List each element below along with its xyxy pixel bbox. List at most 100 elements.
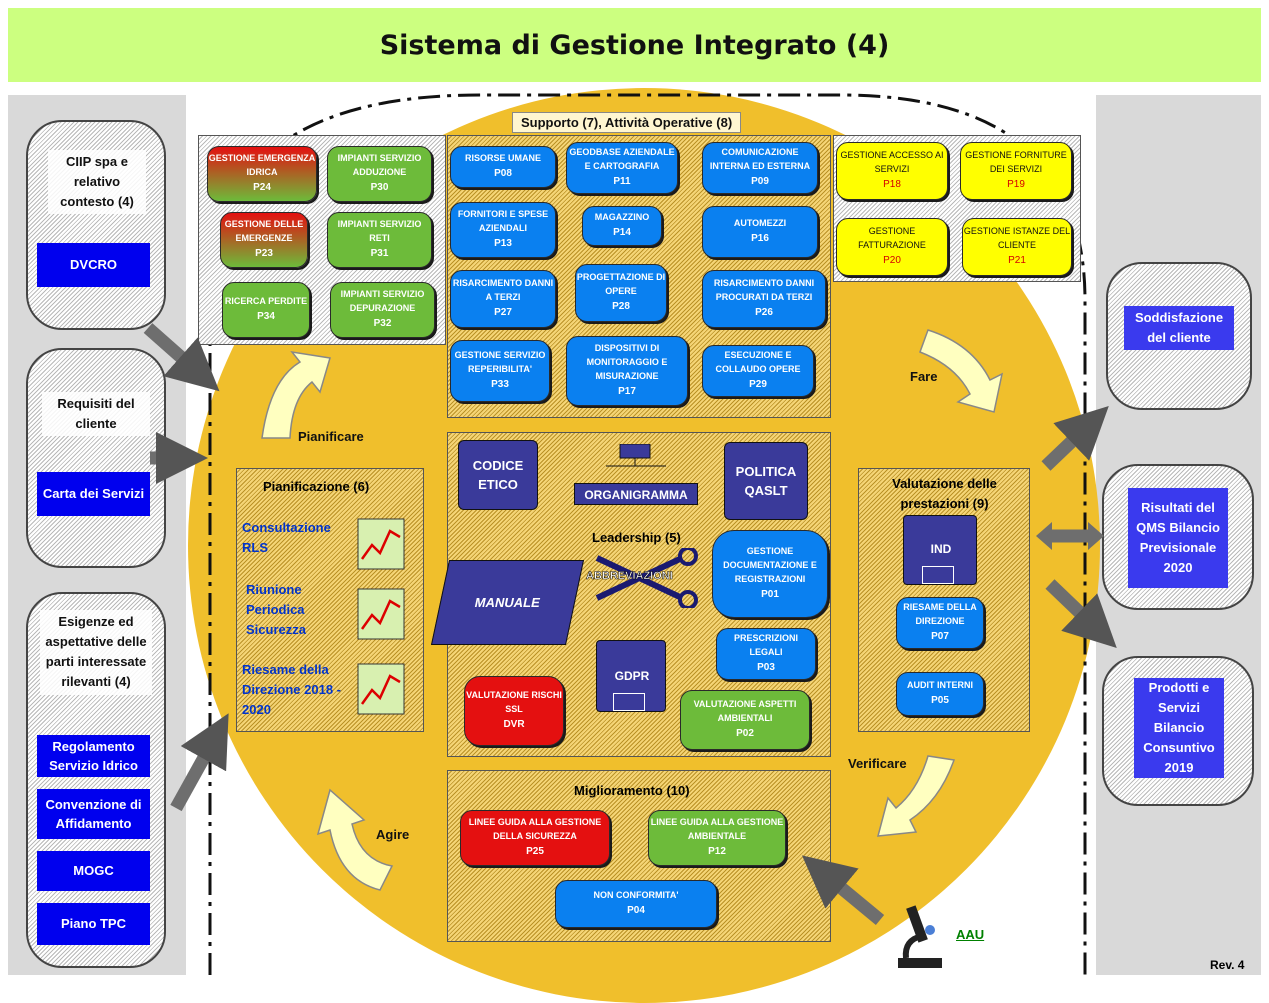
process-p21[interactable]: GESTIONE ISTANZE DEL CLIENTE P21 — [962, 218, 1072, 276]
process-p03[interactable]: PRESCRIZIONI LEGALI P03 — [716, 628, 816, 680]
process-p14[interactable]: MAGAZZINO P14 — [582, 206, 662, 246]
process-label: IMPIANTI SERVIZIO RETI — [337, 219, 422, 244]
process-p05[interactable]: AUDIT INTERNI P05 — [896, 672, 984, 716]
arrow-satisfaction-out — [1041, 406, 1109, 471]
process-p33[interactable]: GESTIONE SERVIZIO REPERIBILITA' P33 — [450, 340, 550, 402]
process-label: PRESCRIZIONI LEGALI — [733, 633, 798, 658]
process-p32[interactable]: IMPIANTI SERVIZIO DEPURAZIONE P32 — [330, 282, 435, 338]
support-title: Supporto (7), Attività Operative (8) — [512, 112, 742, 133]
carta-servizi-box[interactable]: Carta dei Servizi — [37, 472, 150, 516]
piano-tpc-box[interactable]: Piano TPC — [37, 903, 150, 945]
process-label: RIESAME DELLA DIREZIONE — [903, 602, 977, 627]
convenzione-box[interactable]: Convenzione di Affidamento — [37, 789, 150, 839]
codice-etico-scroll[interactable]: CODICE ETICO — [458, 440, 538, 510]
leadership-title: Leadership (5) — [592, 530, 681, 545]
organigramma-label[interactable]: ORGANIGRAMMA — [574, 483, 698, 505]
process-p01[interactable]: GESTIONE DOCUMENTAZIONE E REGISTRAZIONI … — [712, 530, 828, 618]
process-label: DISPOSITIVI DI MONITORAGGIO E MISURAZION… — [586, 343, 668, 382]
chart-doc-icon — [357, 663, 405, 715]
process-p29[interactable]: ESECUZIONE E COLLAUDO OPERE P29 — [702, 345, 814, 397]
process-code: P12 — [708, 846, 726, 858]
process-p17[interactable]: DISPOSITIVI DI MONITORAGGIO E MISURAZION… — [566, 336, 688, 406]
process-label: RICERCA PERDITE — [224, 296, 308, 307]
pdca-check-label: Verificare — [848, 756, 907, 771]
process-dvr[interactable]: VALUTAZIONE RISCHI SSL DVR — [464, 676, 564, 746]
process-label: NON CONFORMITA' — [593, 890, 679, 901]
improvement-title: Miglioramento (10) — [574, 783, 690, 798]
process-code: P13 — [494, 238, 512, 250]
process-code: P03 — [757, 662, 775, 674]
check-arrow — [876, 755, 956, 837]
process-p11[interactable]: GEODBASE AZIENDALE E CARTOGRAFIA P11 — [566, 142, 678, 194]
planning-item-riesame[interactable]: Riesame della Direzione 2018 - 2020 — [242, 662, 341, 718]
process-code: P26 — [755, 307, 773, 319]
process-p04[interactable]: NON CONFORMITA' P04 — [555, 880, 717, 928]
process-p27[interactable]: RISARCIMENTO DANNI A TERZI P27 — [450, 270, 556, 328]
context-label: CIIP spa e relativo contesto (4) — [48, 150, 146, 215]
process-p13[interactable]: FORNITORI E SPESE AZIENDALI P13 — [450, 202, 556, 258]
process-p23[interactable]: GESTIONE DELLE EMERGENZE P23 — [220, 212, 308, 268]
process-label: GESTIONE FORNITURE DEI SERVIZI — [965, 150, 1067, 175]
planning-item-rls[interactable]: Consultazione RLS — [242, 520, 331, 556]
process-p12[interactable]: LINEE GUIDA ALLA GESTIONE AMBIENTALE P12 — [648, 810, 786, 866]
process-label: GESTIONE ACCESSO AI SERVIZI — [840, 150, 944, 175]
process-p02[interactable]: VALUTAZIONE ASPETTI AMBIENTALI P02 — [680, 690, 810, 750]
products-box[interactable]: Prodotti e Servizi Bilancio Consuntivo 2… — [1134, 678, 1224, 778]
gdpr-disk[interactable]: GDPR — [596, 640, 666, 712]
process-p28[interactable]: PROGETTAZIONE DI OPERE P28 — [575, 264, 667, 322]
page-title: Sistema di Gestione Integrato (4) — [8, 8, 1261, 82]
satisfaction-box[interactable]: Soddisfazione del cliente — [1124, 306, 1234, 350]
process-code: P31 — [370, 248, 389, 260]
abbreviazioni-label[interactable]: ABBREVIAZIONI — [586, 570, 673, 583]
process-code: P24 — [253, 182, 271, 194]
arrow-products-out — [1045, 579, 1117, 648]
process-p20[interactable]: GESTIONE FATTURAZIONE P20 — [836, 218, 948, 276]
ind-disk[interactable]: IND — [903, 515, 977, 585]
process-label: GESTIONE ISTANZE DEL CLIENTE — [963, 226, 1071, 251]
process-p19[interactable]: GESTIONE FORNITURE DEI SERVIZI P19 — [960, 142, 1072, 200]
process-label: GESTIONE DOCUMENTAZIONE E REGISTRAZIONI — [723, 546, 817, 585]
process-code: P23 — [255, 248, 273, 260]
process-label: MAGAZZINO — [594, 212, 650, 223]
disk-shutter — [922, 566, 954, 584]
chart-doc-icon — [357, 588, 405, 640]
aau-link[interactable]: AAU — [956, 927, 985, 942]
process-code: P27 — [494, 307, 512, 319]
process-p18[interactable]: GESTIONE ACCESSO AI SERVIZI P18 — [836, 142, 948, 200]
process-label: RISARCIMENTO DANNI PROCURATI DA TERZI — [713, 278, 815, 303]
process-code: P05 — [931, 695, 949, 707]
process-label: PROGETTAZIONE DI OPERE — [576, 272, 666, 297]
politica-scroll[interactable]: POLITICA QASLT — [724, 442, 808, 520]
process-code: DVR — [503, 719, 525, 731]
process-p16[interactable]: AUTOMEZZI P16 — [702, 206, 818, 258]
process-label: GESTIONE DELLE EMERGENZE — [224, 219, 304, 244]
mogc-box[interactable]: MOGC — [37, 851, 150, 891]
process-p25[interactable]: LINEE GUIDA ALLA GESTIONE DELLA SICUREZZ… — [460, 810, 610, 866]
process-p26[interactable]: RISARCIMENTO DANNI PROCURATI DA TERZI P2… — [702, 270, 826, 328]
process-code: P29 — [749, 379, 767, 391]
process-p08[interactable]: RISORSE UMANE P08 — [450, 146, 556, 188]
planning-title: Pianificazione (6) — [263, 479, 370, 494]
process-label: GESTIONE FATTURAZIONE — [858, 226, 926, 251]
process-code: P11 — [613, 176, 631, 188]
regolamento-box[interactable]: Regolamento Servizio Idrico — [37, 735, 150, 777]
gdpr-label: GDPR — [614, 669, 650, 683]
scissors-icon — [595, 548, 698, 608]
process-label: IMPIANTI SERVIZIO ADDUZIONE — [337, 153, 422, 178]
process-label: ESECUZIONE E COLLAUDO OPERE — [715, 350, 801, 375]
chart-doc-icon — [357, 518, 405, 570]
process-p34[interactable]: RICERCA PERDITE P34 — [222, 282, 310, 338]
process-p30[interactable]: IMPIANTI SERVIZIO ADDUZIONE P30 — [327, 146, 432, 202]
process-p07[interactable]: RIESAME DELLA DIREZIONE P07 — [896, 597, 984, 649]
dvcro-box[interactable]: DVCRO — [37, 243, 150, 287]
process-p31[interactable]: IMPIANTI SERVIZIO RETI P31 — [327, 212, 432, 268]
arrow-context-in — [143, 323, 220, 392]
process-p24[interactable]: GESTIONE EMERGENZA IDRICA P24 — [207, 146, 317, 202]
planning-item-riunione[interactable]: Riunione Periodica Sicurezza — [246, 582, 306, 638]
qms-box[interactable]: Risultati del QMS Bilancio Previsionale … — [1128, 488, 1228, 588]
process-label: VALUTAZIONE RISCHI SSL — [466, 690, 562, 715]
process-label: AUDIT INTERNI — [907, 680, 973, 691]
process-p09[interactable]: COMUNICAZIONE INTERNA ED ESTERNA P09 — [702, 142, 818, 194]
process-code: P07 — [931, 631, 949, 643]
process-code: P32 — [373, 318, 392, 330]
